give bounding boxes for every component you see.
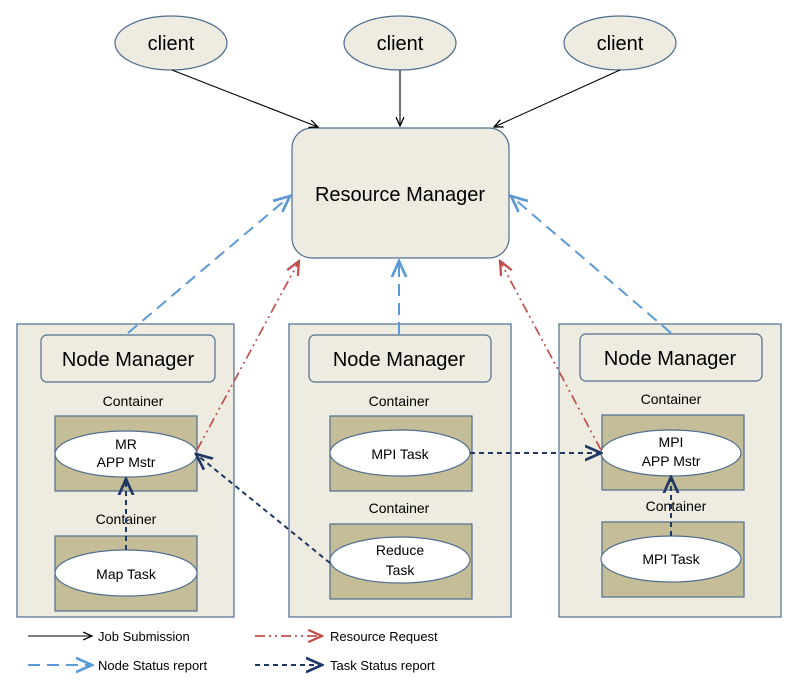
container-label: Container bbox=[103, 393, 164, 409]
task-label-line2: APP Mstr bbox=[642, 453, 701, 469]
resource-manager: Resource Manager bbox=[291, 127, 510, 259]
client-label: client bbox=[148, 33, 195, 55]
resource-request-arrow bbox=[500, 261, 602, 451]
task-label-line1: Reduce bbox=[376, 542, 424, 558]
task-status-arrows bbox=[126, 453, 671, 564]
resource-request-arrow bbox=[196, 261, 299, 451]
legend-label-node-status: Node Status report bbox=[98, 658, 208, 673]
node-manager-box bbox=[40, 334, 216, 383]
node-manager-label: Node Manager bbox=[604, 348, 737, 370]
node-status-arrow bbox=[127, 196, 290, 334]
client-label: client bbox=[377, 33, 424, 55]
client-label: client bbox=[597, 33, 644, 55]
resource-manager-label: Resource Manager bbox=[315, 184, 485, 206]
node-panel-3: Node Manager Container MPI APP Mstr Cont… bbox=[558, 323, 782, 618]
legend-label-resource-request: Resource Request bbox=[330, 629, 438, 644]
job-submission-arrow bbox=[171, 69, 318, 127]
node-panel-1: Node Manager Container MR APP Mstr Conta… bbox=[16, 323, 235, 618]
container-label: Container bbox=[369, 393, 430, 409]
task-label: Map Task bbox=[96, 566, 157, 582]
node-status-arrows bbox=[127, 196, 672, 334]
job-submission-arrow bbox=[494, 69, 621, 127]
job-submission-arrows bbox=[171, 69, 621, 127]
legend-label-task-status: Task Status report bbox=[330, 658, 435, 673]
task-ellipse bbox=[329, 536, 471, 584]
task-label-line2: Task bbox=[386, 562, 416, 578]
node-manager-label: Node Manager bbox=[62, 349, 195, 371]
container-label: Container bbox=[369, 500, 430, 516]
node-manager-box bbox=[308, 334, 492, 383]
container-label: Container bbox=[646, 498, 707, 514]
node-manager-label: Node Manager bbox=[333, 349, 466, 371]
task-label-line1: MPI bbox=[659, 434, 684, 450]
task-label-line1: MR bbox=[115, 436, 137, 452]
container-label: Container bbox=[641, 391, 702, 407]
task-label: MPI Task bbox=[371, 446, 429, 462]
node-manager-box bbox=[579, 333, 763, 382]
node-status-arrow bbox=[511, 196, 672, 334]
client-node-1: client bbox=[114, 15, 228, 71]
legend-label-job-submission: Job Submission bbox=[98, 629, 190, 644]
task-status-arrow bbox=[196, 454, 331, 564]
node-panel-2: Node Manager Container MPI Task Containe… bbox=[288, 323, 512, 618]
client-node-2: client bbox=[343, 15, 457, 71]
legend: Job Submission Resource Request Node Sta… bbox=[28, 629, 438, 673]
client-node-3: client bbox=[563, 15, 677, 71]
resource-request-arrows bbox=[196, 261, 602, 451]
task-label: MPI Task bbox=[642, 551, 700, 567]
task-label-line2: APP Mstr bbox=[97, 454, 156, 470]
